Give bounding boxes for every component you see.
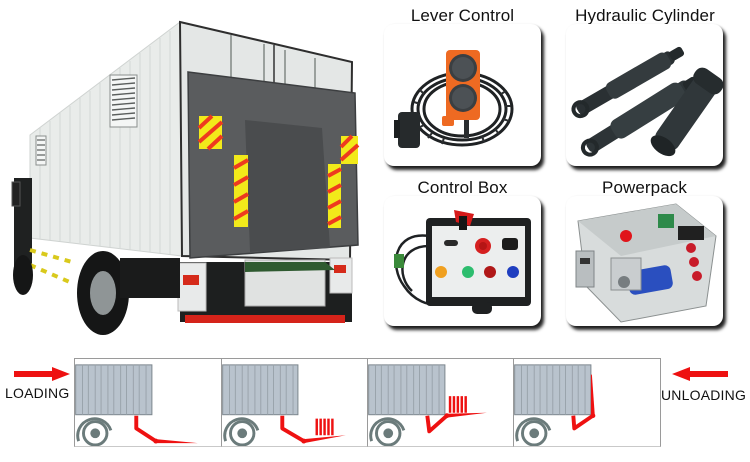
unloading-arrow-icon bbox=[672, 367, 728, 381]
loading-label: LOADING bbox=[5, 385, 70, 401]
control-box-image bbox=[394, 210, 531, 314]
truck-illustration bbox=[11, 20, 360, 335]
component-title-hydraulic-cylinder: Hydraulic Cylinder bbox=[575, 6, 715, 25]
loading-arrow-icon bbox=[14, 367, 70, 381]
powerpack-image bbox=[575, 203, 717, 323]
diagram-step-2 bbox=[221, 358, 369, 447]
unloading-label: UNLOADING bbox=[661, 387, 747, 403]
component-title-powerpack: Powerpack bbox=[602, 178, 687, 197]
diagram-step-1 bbox=[74, 358, 222, 447]
component-card-hydraulic-cylinder bbox=[566, 24, 723, 166]
diagram-step-3 bbox=[367, 358, 515, 447]
truck-tail-lift-photo bbox=[0, 0, 380, 345]
component-card-control-box bbox=[384, 196, 541, 326]
component-card-powerpack bbox=[566, 196, 723, 326]
component-card-lever-control bbox=[384, 24, 541, 166]
lever-control-image bbox=[394, 50, 514, 148]
hydraulic-cylinder-image bbox=[571, 46, 723, 157]
component-title-lever-control: Lever Control bbox=[410, 6, 515, 25]
diagram-step-4 bbox=[513, 358, 661, 447]
component-title-control-box: Control Box bbox=[417, 178, 508, 197]
